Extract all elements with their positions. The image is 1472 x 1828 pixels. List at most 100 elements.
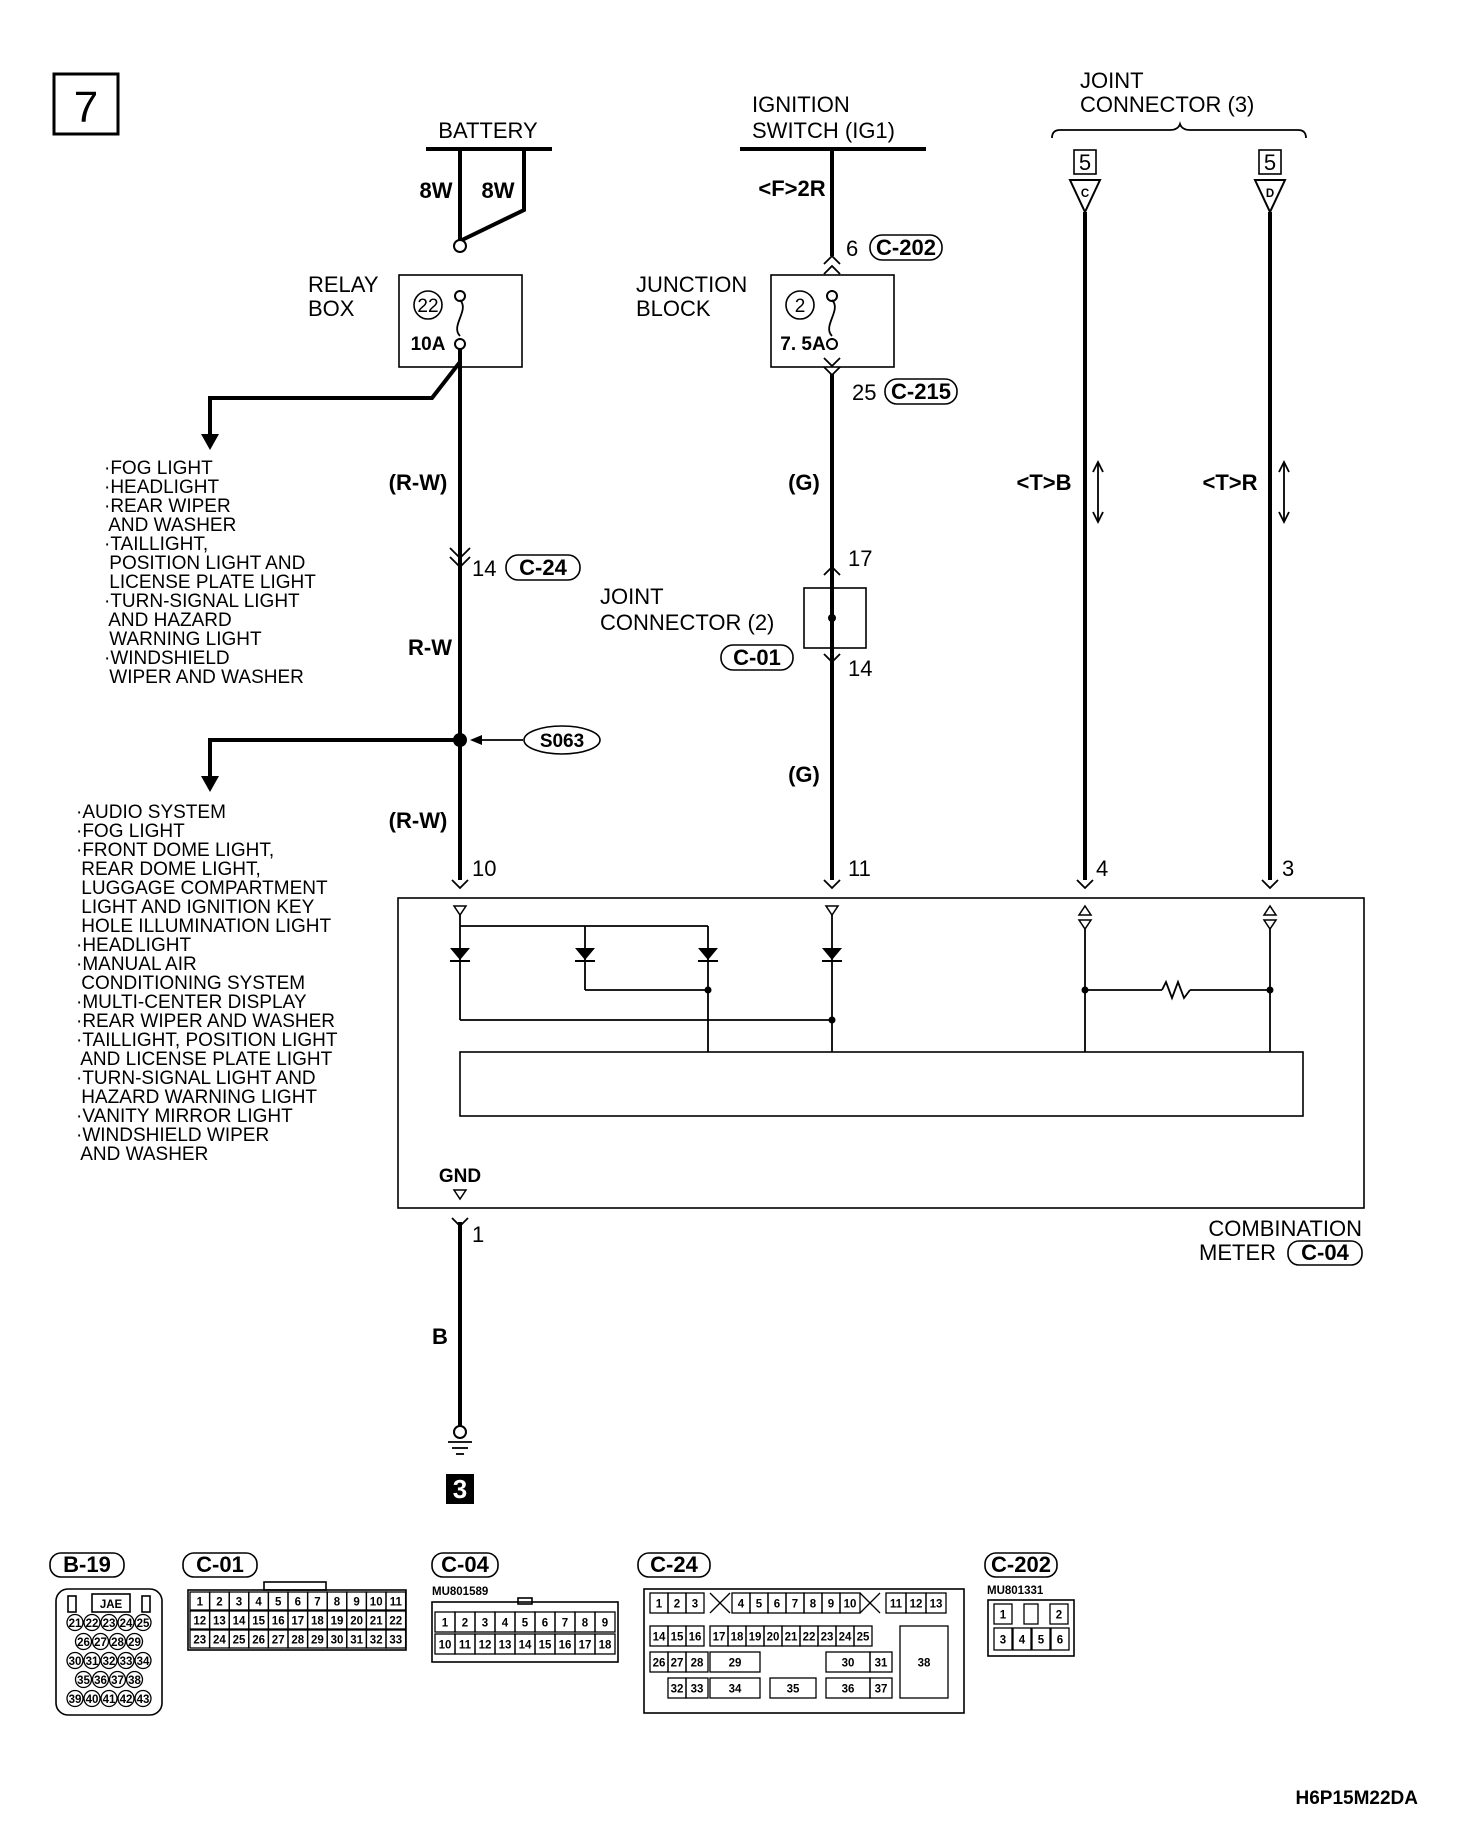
- connector-pin-label: 37: [111, 1675, 124, 1687]
- connector-pin-label: 28: [691, 1658, 704, 1670]
- svg-text:·MULTI-CENTER DISPLAY: ·MULTI-CENTER DISPLAY: [76, 992, 307, 1013]
- ground-wire-color: B: [432, 1324, 448, 1349]
- ground-point-badge: [446, 1474, 474, 1504]
- connector-pin-label: 26: [653, 1658, 666, 1670]
- jb-out-pin: 25: [852, 380, 876, 405]
- connector-pin-label: 10: [370, 1597, 383, 1609]
- svg-text:·WINDSHIELD: ·WINDSHIELD: [104, 648, 230, 669]
- connector-pin-label: 4: [502, 1618, 509, 1630]
- connector-pin-label: 5: [1038, 1635, 1045, 1647]
- tb-label: <T>B: [1016, 470, 1071, 495]
- connector-pin-label: 8: [582, 1618, 589, 1630]
- connector-pin-label: 1: [442, 1618, 449, 1630]
- connector-pin-label: 32: [671, 1684, 684, 1696]
- connector-pin-label: 34: [137, 1656, 150, 1668]
- connector-pin-label: 12: [479, 1640, 492, 1652]
- svg-text:·TAILLIGHT,: ·TAILLIGHT,: [104, 534, 208, 555]
- connector-pin-label: 2: [674, 1599, 680, 1611]
- svg-text:·HEADLIGHT: ·HEADLIGHT: [104, 477, 219, 498]
- connector-pin-label: 27: [671, 1658, 684, 1670]
- connector-pin-label: 29: [729, 1658, 742, 1670]
- connector-pin-label: 16: [689, 1632, 702, 1644]
- connector-pin-label: 18: [311, 1616, 324, 1628]
- combination-meter-box: [397, 897, 1365, 1209]
- connector-pin-label: 6: [774, 1599, 780, 1611]
- jb-out-connector: C-215: [891, 379, 951, 404]
- jb-fuse-number: 2: [795, 296, 806, 317]
- connector-pin-label: 38: [128, 1675, 141, 1687]
- connector-pin-label: 15: [671, 1632, 684, 1644]
- connector-pin-label: 2: [216, 1597, 222, 1609]
- page-ref-d: 5: [1264, 150, 1276, 175]
- connector-pin-label: 15: [252, 1616, 265, 1628]
- svg-text:AND HAZARD: AND HAZARD: [104, 610, 232, 631]
- connector-pin-label: 3: [1000, 1635, 1006, 1647]
- connector-pin-label: 22: [86, 1618, 99, 1630]
- connector-pin-label: 31: [86, 1656, 99, 1668]
- battery-wire-right: [461, 149, 526, 242]
- connector-pin-label: 8: [334, 1597, 341, 1609]
- ignition-switch-label-2: SWITCH (IG1): [752, 118, 895, 143]
- svg-text:·VANITY MIRROR LIGHT: ·VANITY MIRROR LIGHT: [76, 1106, 293, 1127]
- diode-network: [450, 915, 842, 1052]
- connector-pin-label: 7: [314, 1597, 320, 1609]
- svg-text:HAZARD WARNING LIGHT: HAZARD WARNING LIGHT: [76, 1087, 317, 1108]
- meter-pin-4: 4: [1096, 856, 1108, 881]
- connector-pin-label: 15: [539, 1640, 552, 1652]
- connector-pin-label: 33: [691, 1684, 704, 1696]
- connector-pin-label: 12: [193, 1616, 206, 1628]
- battery-wire-left-label: 8W: [420, 178, 453, 203]
- battery-label: BATTERY: [438, 118, 538, 143]
- svg-text:·HEADLIGHT: ·HEADLIGHT: [76, 935, 191, 956]
- connector-pin-label: 34: [729, 1684, 742, 1696]
- jc2-label-2: CONNECTOR (2): [600, 610, 774, 635]
- connector-pin-label: 11: [890, 1599, 903, 1611]
- connector-pin-label: 35: [77, 1675, 90, 1687]
- connector-pin-label: 20: [767, 1632, 780, 1644]
- svg-text:·TAILLIGHT, POSITION LIGHT: ·TAILLIGHT, POSITION LIGHT: [76, 1030, 338, 1051]
- connector-pin-label: 36: [94, 1675, 107, 1687]
- connector-pin-label: 21: [785, 1632, 798, 1644]
- connector-pin-label: 29: [128, 1637, 141, 1649]
- connector-pin-label: 22: [389, 1616, 402, 1628]
- jb-in-connector: C-202: [876, 235, 936, 260]
- relay-fuse-number-circle: [413, 290, 443, 320]
- connector-pin-label: 3: [236, 1597, 242, 1609]
- svg-text:·FRONT DOME LIGHT,: ·FRONT DOME LIGHT,: [76, 840, 274, 861]
- svg-text:·REAR WIPER AND WASHER: ·REAR WIPER AND WASHER: [76, 1011, 335, 1032]
- svg-text:C-202: C-202: [991, 1552, 1051, 1577]
- connector-pin-label: 28: [111, 1637, 124, 1649]
- meter-pin-3: 3: [1282, 856, 1294, 881]
- branch2-arrow-icon: [201, 776, 219, 792]
- connector-pin-label: 30: [842, 1658, 855, 1670]
- ignition-switch-label-1: IGNITION: [752, 92, 850, 117]
- relay-fuse-rating: 10A: [411, 334, 446, 355]
- jc2-out-pin: 14: [848, 656, 872, 681]
- connector-pin-label: 19: [331, 1616, 344, 1628]
- meter-pin-10: 10: [472, 856, 496, 881]
- meter-internal-block: [459, 1051, 1304, 1117]
- c24-connector-id: C-24: [519, 555, 567, 580]
- connector-pin-label: 13: [499, 1640, 512, 1652]
- svg-text:JAE: JAE: [100, 1599, 123, 1611]
- connector-pin-label: 30: [331, 1635, 344, 1647]
- connector-pin-label: 31: [350, 1635, 363, 1647]
- diode-icon: [575, 948, 595, 960]
- connector-pin-label: 14: [233, 1616, 246, 1628]
- connector-pin-label: 43: [137, 1694, 150, 1706]
- connector-pin-label: 26: [252, 1635, 265, 1647]
- connector-pin-label: 21: [370, 1616, 383, 1628]
- svg-text:MU801331: MU801331: [987, 1585, 1044, 1597]
- resistor-icon: [1161, 979, 1191, 1001]
- c24-pin: 14: [472, 556, 496, 581]
- connector-pin-label: 33: [120, 1656, 133, 1668]
- jb-fuse-icon: [828, 299, 836, 337]
- connector-pin-label: 27: [272, 1635, 285, 1647]
- connector-pin-label: 2: [1056, 1610, 1062, 1622]
- connector-pin-label: 16: [272, 1616, 285, 1628]
- connector-pin-label: 11: [459, 1640, 472, 1652]
- connector-pin-label: 27: [94, 1637, 107, 1649]
- svg-text:·TURN-SIGNAL LIGHT: ·TURN-SIGNAL LIGHT: [104, 591, 300, 612]
